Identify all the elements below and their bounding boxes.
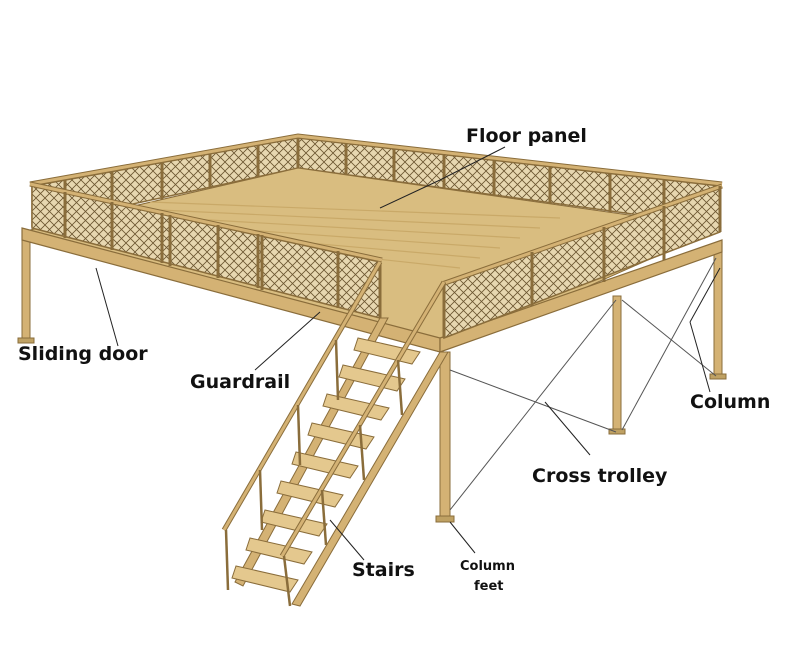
front-column (436, 352, 454, 522)
label-column-feet-line2: feet (474, 579, 504, 594)
label-column: Column (690, 391, 770, 413)
label-floor-panel: Floor panel (466, 125, 587, 147)
label-cross-trolley: Cross trolley (532, 465, 668, 487)
label-sliding-door: Sliding door (18, 343, 148, 365)
label-guardrail: Guardrail (190, 371, 290, 393)
label-stairs: Stairs (352, 559, 415, 581)
label-column-feet-line1: Column (460, 559, 515, 574)
